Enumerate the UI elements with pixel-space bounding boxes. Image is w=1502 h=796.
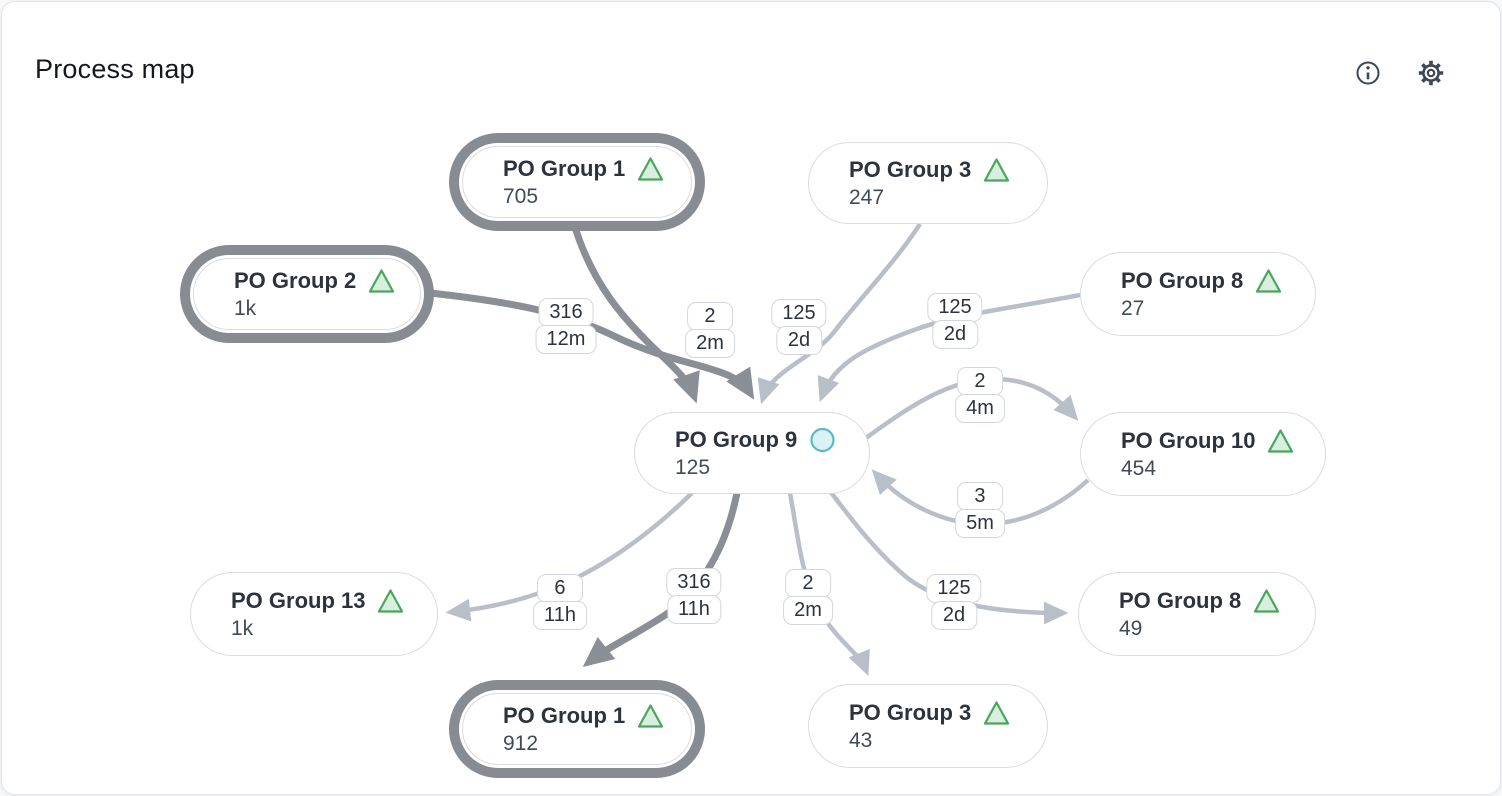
node-case-count: 1k	[234, 296, 257, 320]
node-header: PO Group 1	[503, 703, 691, 729]
edge-count: 2	[784, 569, 831, 598]
node-case-count: 454	[1121, 456, 1157, 480]
edge-duration: 2d	[932, 320, 978, 349]
node-header: PO Group 3	[849, 157, 1047, 183]
edge-duration: 2m	[783, 596, 833, 625]
node-label: PO Group 2	[234, 267, 357, 293]
node-label: PO Group 8	[1121, 267, 1244, 293]
edge-pog9-to-pog8b[interactable]	[828, 489, 1069, 625]
node-case-count: 49	[1119, 616, 1143, 640]
node-header: PO Group 8	[1121, 268, 1315, 294]
edge-duration: 11h	[533, 601, 587, 630]
info-icon	[1356, 61, 1380, 85]
triangle-badge-icon	[984, 157, 1010, 182]
page-title: Process map	[35, 54, 195, 84]
node-label: PO Group 10	[1121, 427, 1256, 453]
node-pog3-top[interactable]: PO Group 3 247	[808, 142, 1048, 224]
triangle-badge-icon	[984, 700, 1010, 725]
node-pog13[interactable]: PO Group 13 1k	[190, 572, 438, 656]
settings-button[interactable]	[1409, 51, 1453, 95]
node-pog9[interactable]: PO Group 9 125	[634, 412, 870, 494]
edge-duration: 4m	[955, 394, 1005, 423]
node-case-count: 247	[849, 185, 885, 209]
node-header: PO Group 8	[1119, 588, 1315, 614]
node-label: PO Group 13	[231, 587, 366, 613]
edge-duration: 11h	[667, 595, 721, 624]
triangle-badge-icon	[1254, 588, 1280, 613]
edge-count: 316	[538, 298, 594, 327]
node-case-count: 912	[503, 731, 539, 755]
node-header: PO Group 3	[849, 700, 1047, 726]
node-case-count: 1k	[231, 616, 254, 640]
triangle-badge-icon	[1256, 268, 1282, 293]
edge-count: 3	[956, 482, 1003, 511]
node-header: PO Group 9	[675, 427, 869, 453]
edge-count: 2	[686, 302, 733, 331]
node-label: PO Group 1	[503, 702, 626, 728]
node-case-count: 705	[503, 184, 539, 208]
node-header: PO Group 2	[234, 268, 420, 294]
node-case-count: 125	[675, 455, 711, 479]
edge-duration: 2d	[931, 601, 977, 630]
triangle-badge-icon	[1268, 428, 1294, 453]
edge-pog3t-to-pog9[interactable]	[757, 222, 922, 405]
edge-duration: 2d	[776, 326, 822, 355]
node-label: PO Group 9	[675, 426, 798, 452]
edge-duration: 12m	[535, 325, 597, 354]
node-case-count: 27	[1121, 296, 1145, 320]
node-label: PO Group 8	[1119, 587, 1242, 613]
node-header: PO Group 10	[1121, 428, 1325, 454]
edge-pog1t-to-pog9[interactable]	[570, 222, 700, 404]
edge-count: 125	[927, 293, 983, 322]
edge-pog2-to-pog9[interactable]	[429, 289, 755, 400]
edge-pog8t-to-pog9[interactable]	[817, 292, 1081, 403]
edge-count: 316	[666, 568, 722, 597]
node-header: PO Group 1	[503, 156, 691, 182]
node-pog3-bottom[interactable]: PO Group 3 43	[808, 684, 1048, 768]
node-pog1-top[interactable]: PO Group 1 705	[462, 146, 692, 218]
triangle-badge-icon	[369, 268, 395, 293]
triangle-badge-icon	[638, 703, 664, 728]
node-pog2[interactable]: PO Group 2 1k	[193, 258, 421, 330]
circle-badge-icon	[810, 427, 835, 452]
edge-duration: 5m	[955, 509, 1005, 538]
node-case-count: 43	[849, 728, 873, 752]
node-pog1-bottom[interactable]: PO Group 1 912	[462, 693, 692, 765]
node-pog10[interactable]: PO Group 10 454	[1080, 412, 1326, 496]
edge-count: 125	[926, 574, 982, 603]
node-header: PO Group 13	[231, 588, 437, 614]
info-button[interactable]	[1346, 51, 1390, 95]
edge-count: 6	[536, 574, 583, 603]
node-pog8-top[interactable]: PO Group 8 27	[1080, 252, 1316, 336]
triangle-badge-icon	[638, 156, 664, 181]
node-pog8-bottom[interactable]: PO Group 8 49	[1078, 572, 1316, 656]
edge-duration: 2m	[685, 329, 735, 358]
settings-gear-icon	[1418, 60, 1444, 86]
node-label: PO Group 3	[849, 699, 972, 725]
node-label: PO Group 1	[503, 155, 626, 181]
edge-count: 2	[956, 367, 1003, 396]
triangle-badge-icon	[378, 588, 404, 613]
node-label: PO Group 3	[849, 156, 972, 182]
edge-count: 125	[771, 299, 827, 328]
